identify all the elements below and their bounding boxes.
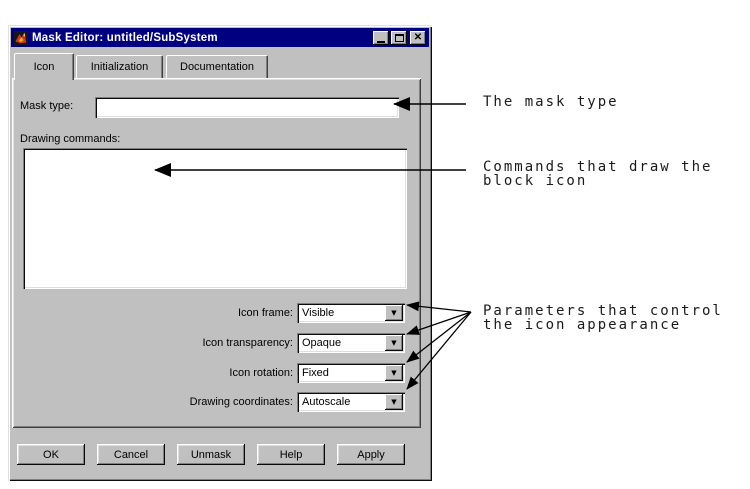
tab-documentation[interactable]: Documentation bbox=[166, 55, 268, 78]
window-title: Mask Editor: untitled/SubSystem bbox=[32, 31, 218, 44]
window-titlebar[interactable]: Mask Editor: untitled/SubSystem ✕ bbox=[11, 28, 429, 47]
icon-frame-label: Icon frame: bbox=[237, 307, 293, 319]
chevron-down-icon[interactable]: ▼ bbox=[385, 335, 403, 351]
maximize-icon bbox=[394, 33, 404, 42]
matlab-logo-icon bbox=[14, 30, 28, 45]
window-controls: ✕ bbox=[371, 30, 426, 45]
mask-type-input[interactable] bbox=[95, 97, 399, 118]
minimize-icon bbox=[377, 40, 385, 43]
icon-frame-dropdown[interactable]: Visible ▼ bbox=[297, 303, 405, 323]
close-button[interactable]: ✕ bbox=[410, 30, 426, 45]
drawing-coordinates-dropdown[interactable]: Autoscale ▼ bbox=[297, 392, 405, 412]
chevron-down-icon[interactable]: ▼ bbox=[385, 394, 403, 410]
annotation-icon-parameters: Parameters that control the icon appeara… bbox=[483, 303, 723, 333]
minimize-button[interactable] bbox=[373, 30, 389, 45]
icon-rotation-dropdown[interactable]: Fixed ▼ bbox=[297, 363, 405, 383]
drawing-commands-label: Drawing commands: bbox=[20, 133, 121, 145]
maximize-button[interactable] bbox=[391, 30, 407, 45]
drawing-coordinates-value: Autoscale bbox=[302, 396, 351, 408]
chevron-down-icon[interactable]: ▼ bbox=[385, 365, 403, 381]
annotation-drawing-commands: Commands that draw the block icon bbox=[483, 159, 713, 189]
tab-initialization[interactable]: Initialization bbox=[76, 55, 163, 78]
help-button[interactable]: Help bbox=[257, 444, 325, 465]
unmask-button[interactable]: Unmask bbox=[177, 444, 245, 465]
icon-transparency-dropdown[interactable]: Opaque ▼ bbox=[297, 333, 405, 353]
annotation-mask-type: The mask type bbox=[483, 94, 619, 110]
icon-rotation-value: Fixed bbox=[302, 367, 329, 379]
chevron-down-icon[interactable]: ▼ bbox=[385, 305, 403, 321]
drawing-coordinates-label: Drawing coordinates: bbox=[189, 396, 293, 408]
close-icon: ✕ bbox=[413, 31, 423, 43]
icon-transparency-value: Opaque bbox=[302, 337, 342, 349]
icon-transparency-label: Icon transparency: bbox=[202, 337, 294, 349]
mask-editor-window: Mask Editor: untitled/SubSystem ✕ Icon I… bbox=[8, 25, 432, 481]
tab-content-panel: Mask type: Drawing commands: Icon frame:… bbox=[12, 78, 421, 428]
cancel-button[interactable]: Cancel bbox=[97, 444, 165, 465]
mask-type-label: Mask type: bbox=[20, 100, 74, 112]
apply-button[interactable]: Apply bbox=[337, 444, 405, 465]
icon-frame-value: Visible bbox=[302, 307, 335, 319]
tab-icon[interactable]: Icon bbox=[14, 53, 74, 80]
drawing-commands-textarea[interactable] bbox=[23, 148, 407, 289]
ok-button[interactable]: OK bbox=[17, 444, 85, 465]
icon-rotation-label: Icon rotation: bbox=[229, 367, 293, 379]
